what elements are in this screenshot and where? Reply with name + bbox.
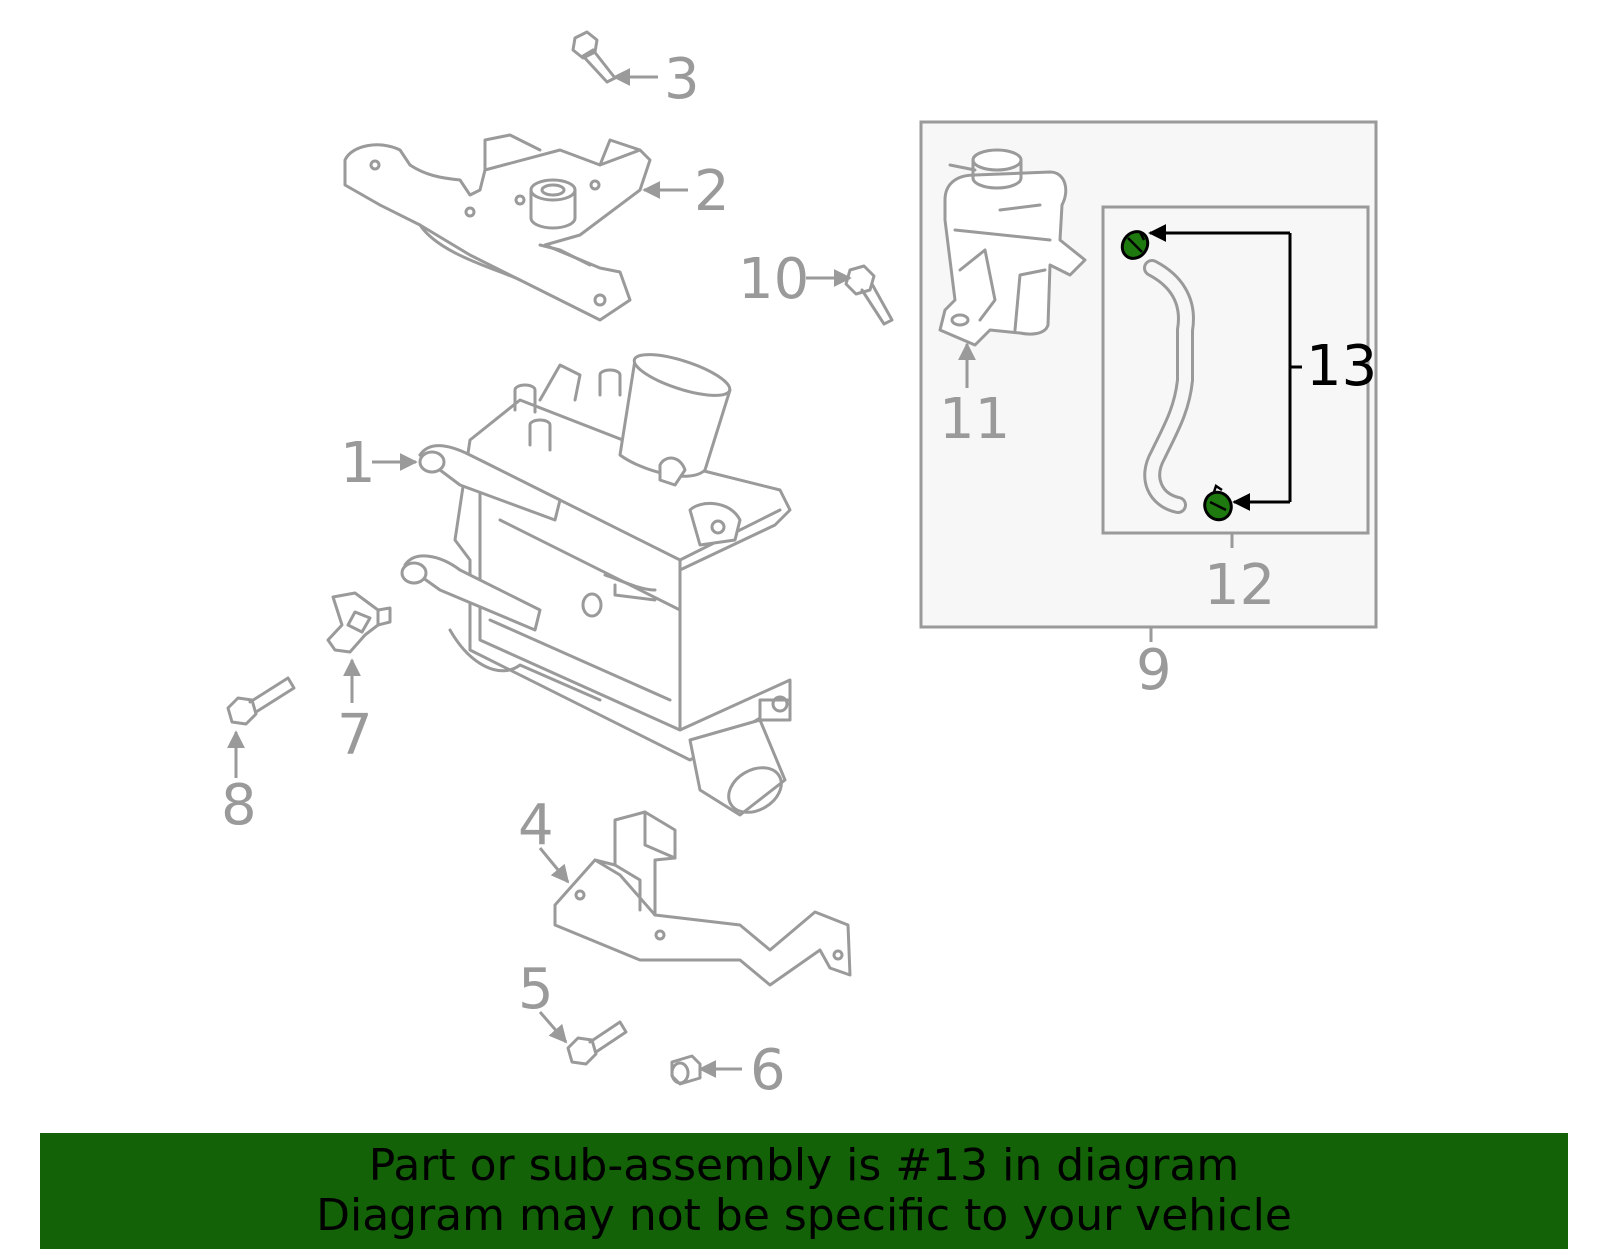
- banner-line-2: Diagram may not be specific to your vehi…: [316, 1190, 1292, 1241]
- part-13-clamp-bottom: [1203, 484, 1233, 522]
- part-13-clamp-top: [1120, 230, 1150, 260]
- leader-13: [1288, 233, 1302, 502]
- part-4-bracket: [553, 810, 852, 987]
- part-5-bolt: [566, 1020, 628, 1066]
- callout-labels: 1 2 3 4 5 6 7 8 9 10 11 12 13: [221, 47, 1377, 1103]
- leader-lines: [227, 68, 1302, 1078]
- part-10-bolt: [844, 264, 894, 326]
- callout-8: 8: [221, 773, 257, 838]
- callout-1: 1: [340, 431, 376, 496]
- callout-2: 2: [694, 159, 730, 224]
- info-banner: Part or sub-assembly is #13 in diagram D…: [40, 1133, 1568, 1249]
- callout-4: 4: [518, 793, 554, 858]
- part-2-bracket: [343, 133, 652, 322]
- callout-5: 5: [518, 957, 554, 1022]
- leader-4: [538, 847, 570, 884]
- part-1-intercooler: [400, 353, 792, 817]
- callout-6: 6: [750, 1038, 786, 1103]
- callout-7: 7: [337, 703, 373, 768]
- part-8-bolt: [226, 676, 296, 726]
- banner-line-1: Part or sub-assembly is #13 in diagram: [368, 1140, 1240, 1191]
- callout-9: 9: [1136, 638, 1172, 703]
- leader-5: [538, 1011, 568, 1044]
- callout-11: 11: [939, 387, 1010, 452]
- part-7-sensor: [326, 591, 392, 654]
- callout-3: 3: [664, 47, 700, 112]
- callout-12: 12: [1204, 553, 1275, 618]
- part-6-nut: [670, 1054, 702, 1086]
- callout-13: 13: [1306, 334, 1377, 399]
- part-11-reservoir: [938, 148, 1087, 347]
- part-3-bolt: [571, 30, 617, 84]
- part-12-hose: [1143, 259, 1195, 514]
- callout-10: 10: [738, 247, 809, 312]
